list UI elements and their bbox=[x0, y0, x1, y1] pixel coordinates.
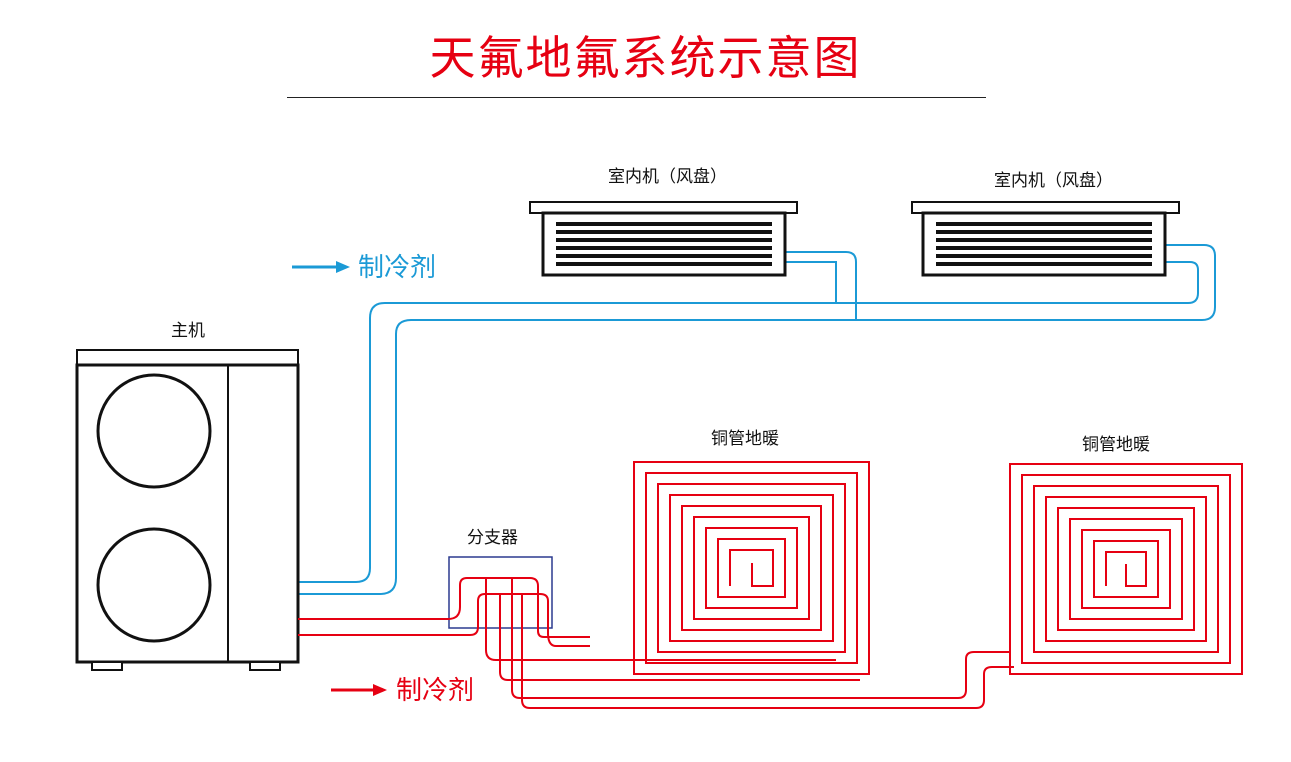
main-unit bbox=[75, 349, 300, 671]
indoor-unit-1-label: 室内机（风盘） bbox=[608, 167, 727, 187]
indoor-unit-2-label: 室内机（风盘） bbox=[994, 171, 1113, 191]
hot-refrigerant-legend: 制冷剂 bbox=[396, 676, 475, 706]
hot-legend-arrow-icon bbox=[331, 684, 387, 696]
floor-heating-2-label: 铜管地暖 bbox=[1082, 435, 1150, 455]
indoor-unit-2-top-plate bbox=[911, 201, 1180, 214]
cool-refrigerant-legend: 制冷剂 bbox=[358, 253, 437, 283]
cool-pipe-outer bbox=[298, 261, 837, 583]
title-divider bbox=[287, 97, 986, 98]
floor-heating-coil-1 bbox=[633, 461, 870, 675]
main-unit-foot-left bbox=[91, 661, 123, 671]
cool-legend-arrow-icon bbox=[292, 261, 350, 273]
fan-lower bbox=[96, 527, 212, 643]
cool-pipe-network bbox=[298, 244, 1216, 595]
cool-pipe-inner bbox=[298, 244, 1216, 595]
cool-pipe-branch-2 bbox=[836, 261, 1199, 304]
fan-upper bbox=[96, 373, 212, 489]
main-unit-top bbox=[76, 349, 299, 366]
cool-pipe-branch-1 bbox=[785, 251, 857, 320]
page-title: 天氟地氟系统示意图 bbox=[429, 31, 862, 85]
manifold-label: 分支器 bbox=[467, 528, 518, 548]
indoor-unit-1 bbox=[529, 201, 798, 277]
hot-pipe-network bbox=[298, 577, 1014, 709]
indoor-unit-2 bbox=[911, 201, 1180, 277]
indoor-unit-1-top-plate bbox=[529, 201, 798, 214]
main-unit-label: 主机 bbox=[171, 321, 205, 341]
main-unit-foot-right bbox=[249, 661, 281, 671]
floor-heating-1-label: 铜管地暖 bbox=[711, 429, 779, 449]
floor-heating-coil-2 bbox=[1009, 463, 1243, 675]
